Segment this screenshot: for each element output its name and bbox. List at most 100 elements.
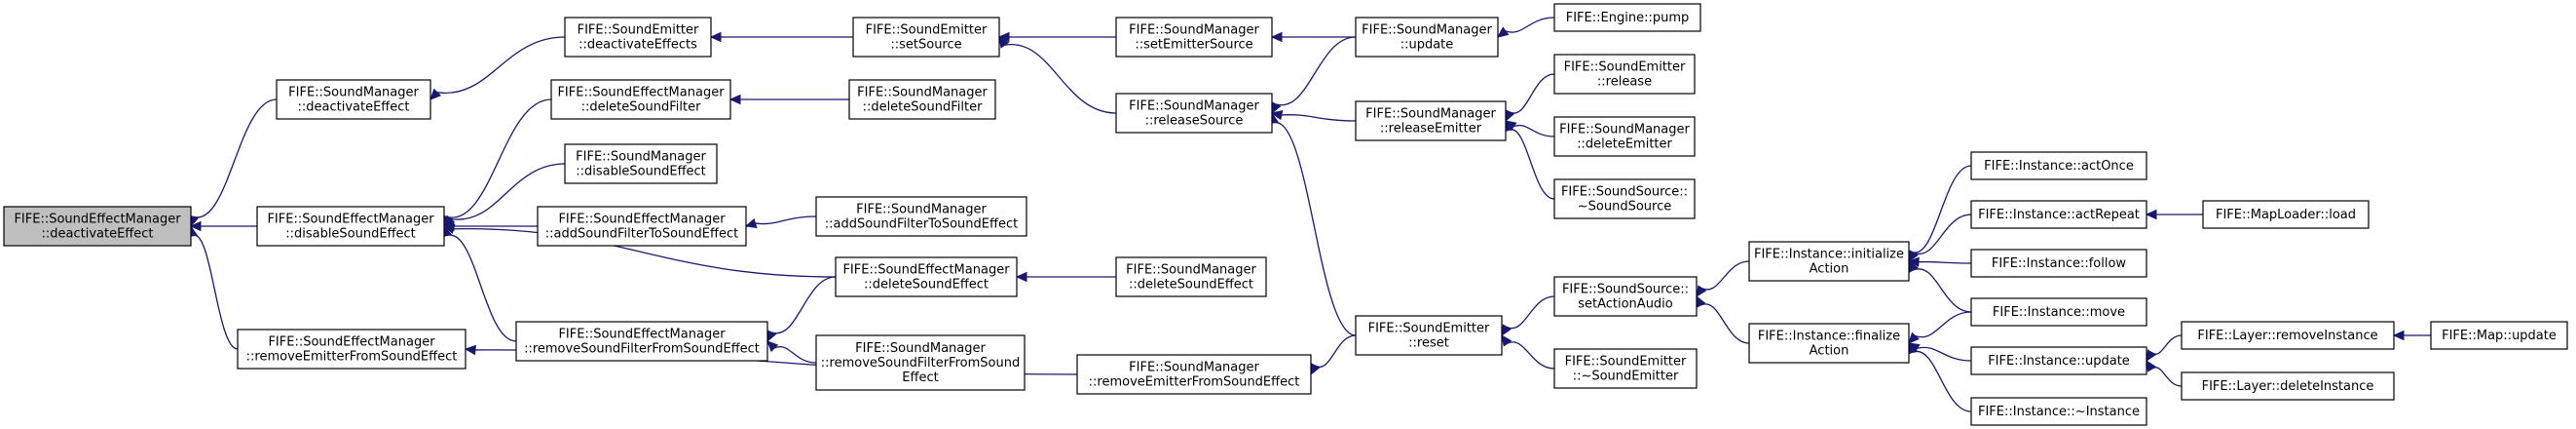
node-label-line: FIFE::SoundManager bbox=[857, 86, 988, 100]
node-label-line: ::addSoundFilterToSoundEffect bbox=[545, 227, 738, 242]
node-box bbox=[815, 334, 1026, 391]
node-box bbox=[3, 206, 192, 247]
node-sem-addSoundFilterToSoundEffect[interactable]: FIFE::SoundEffectManager::addSoundFilter… bbox=[537, 206, 747, 247]
node-maploader-load[interactable]: FIFE::MapLoader::load bbox=[2202, 200, 2370, 229]
node-label-line: ::reset bbox=[1408, 336, 1449, 351]
node-label-line: FIFE::SoundEmitter bbox=[1565, 355, 1687, 370]
node-sm-removeSoundFilterFromSoundEffect[interactable]: FIFE::SoundManager::removeSoundFilterFro… bbox=[815, 334, 1026, 391]
edge-sm_releaseSource-to-se_setSource bbox=[998, 35, 1117, 114]
node-sm-disableSoundEffect[interactable]: FIFE::SoundManager::disableSoundEffect bbox=[564, 143, 718, 184]
node-engine-pump[interactable]: FIFE::Engine::pump bbox=[1553, 3, 1701, 32]
edge-arrowhead bbox=[1907, 256, 1920, 267]
node-box bbox=[2181, 321, 2395, 350]
edge-line bbox=[2150, 334, 2183, 355]
edge-arrowhead bbox=[1696, 285, 1707, 298]
edge-se_setSource-to-se_deactivateEffects bbox=[709, 31, 853, 43]
edge-arrowhead bbox=[1908, 332, 1920, 344]
edge-line bbox=[771, 276, 837, 334]
node-box bbox=[1076, 354, 1312, 395]
node-label-line: Action bbox=[1810, 344, 1849, 359]
edge-line bbox=[1281, 114, 1357, 122]
node-inst-actRepeat[interactable]: FIFE::Instance::actRepeat bbox=[1970, 200, 2147, 229]
node-sm-removeEmitterFromSoundEffect[interactable]: FIFE::SoundManager::removeEmitterFromSou… bbox=[1076, 354, 1312, 395]
node-label-line: ::deleteEmitter bbox=[1577, 137, 1672, 152]
node-box bbox=[1355, 315, 1503, 356]
node-label-line: ::addSoundFilterToSoundEffect bbox=[825, 217, 1018, 232]
node-sm-releaseEmitter[interactable]: FIFE::SoundManager::releaseEmitter bbox=[1355, 100, 1507, 141]
node-label-line: FIFE::MapLoader::load bbox=[2216, 208, 2356, 222]
node-label-line: ::deleteSoundFilter bbox=[863, 100, 984, 115]
node-box bbox=[835, 256, 1018, 297]
edge-arrowhead bbox=[1497, 26, 1510, 38]
node-box bbox=[564, 143, 718, 184]
edge-line bbox=[1917, 346, 1972, 362]
node-se-release[interactable]: FIFE::SoundEmitter::release bbox=[1553, 54, 1696, 95]
node-ss-dtor[interactable]: FIFE::SoundSource::~SoundSource bbox=[1553, 178, 1696, 219]
node-inst-move[interactable]: FIFE::Instance::move bbox=[1970, 297, 2147, 327]
node-se-deactivateEffects[interactable]: FIFE::SoundEmitter::deactivateEffects bbox=[564, 17, 712, 58]
node-sm-deactivateEffect[interactable]: FIFE::SoundManager::deactivateEffect bbox=[276, 79, 431, 120]
edge-line bbox=[1918, 260, 1972, 264]
node-root[interactable]: FIFE::SoundEffectManager::deactivateEffe… bbox=[3, 206, 192, 247]
node-box bbox=[550, 79, 731, 120]
node-box bbox=[1553, 54, 1696, 95]
node-box bbox=[1115, 256, 1267, 297]
node-box bbox=[276, 79, 431, 120]
edge-sm_deleteSoundEffect-to-sem_deleteSoundEffect bbox=[1015, 271, 1116, 283]
edge-line bbox=[436, 36, 566, 94]
node-map-update[interactable]: FIFE::Map::update bbox=[2430, 321, 2568, 350]
node-box bbox=[1553, 348, 1698, 389]
node-box bbox=[1970, 297, 2147, 327]
node-label-line: FIFE::SoundManager bbox=[1559, 123, 1690, 137]
node-sm-setEmitterSource[interactable]: FIFE::SoundManager::setEmitterSource bbox=[1115, 17, 1273, 58]
node-label-line: FIFE::SoundEffectManager bbox=[558, 213, 726, 227]
node-sem-removeSoundFilterFromSoundEffect[interactable]: FIFE::SoundEffectManager::removeSoundFil… bbox=[515, 321, 768, 362]
node-sem-deleteSoundFilter[interactable]: FIFE::SoundEffectManager::deleteSoundFil… bbox=[550, 79, 731, 120]
edges-layer bbox=[187, 17, 2432, 412]
node-layer-deleteInstance[interactable]: FIFE::Layer::deleteInstance bbox=[2181, 371, 2395, 401]
node-box bbox=[1748, 241, 1910, 282]
edge-line bbox=[1915, 311, 1972, 338]
node-inst-actOnce[interactable]: FIFE::Instance::actOnce bbox=[1970, 151, 2147, 180]
edge-arrowhead bbox=[1270, 109, 1284, 121]
node-label-line: FIFE::Instance::finalize bbox=[1758, 330, 1900, 344]
node-se-dtor[interactable]: FIFE::SoundEmitter::~SoundEmitter bbox=[1553, 348, 1698, 389]
edge-arrowhead bbox=[429, 88, 442, 100]
node-sm-addSoundFilterToSoundEffect[interactable]: FIFE::SoundManager::addSoundFilterToSoun… bbox=[815, 196, 1027, 237]
node-sm-deleteEmitter[interactable]: FIFE::SoundManager::deleteEmitter bbox=[1553, 116, 1696, 157]
node-sm-update[interactable]: FIFE::SoundManager::update bbox=[1355, 17, 1499, 58]
nodes-layer: FIFE::SoundEffectManager::deactivateEffe… bbox=[3, 3, 2568, 426]
edge-sm_update-to-sm_setEmitterSource bbox=[1270, 31, 1356, 43]
node-inst-follow[interactable]: FIFE::Instance::follow bbox=[1970, 249, 2147, 278]
node-inst-dtor[interactable]: FIFE::Instance::~Instance bbox=[1970, 397, 2147, 426]
node-label-line: FIFE::Instance::update bbox=[1988, 354, 2130, 369]
node-sm-deleteSoundEffect[interactable]: FIFE::SoundManager::deleteSoundEffect bbox=[1115, 256, 1267, 297]
node-se-reset[interactable]: FIFE::SoundEmitter::reset bbox=[1355, 315, 1503, 356]
node-box bbox=[1355, 17, 1499, 58]
edge-line bbox=[1315, 334, 1357, 369]
node-sem-removeEmitterFromSoundEffect[interactable]: FIFE::SoundEffectManager::removeEmitterF… bbox=[237, 329, 467, 370]
node-inst-update[interactable]: FIFE::Instance::update bbox=[1970, 346, 2147, 375]
node-label-line: ::setSource bbox=[890, 38, 961, 53]
node-label-line: ::update bbox=[1400, 38, 1454, 53]
edge-inst_actRepeat-to-inst_initializeAction bbox=[1908, 214, 1972, 263]
edge-arrowhead bbox=[2392, 330, 2405, 341]
edge-line bbox=[1004, 44, 1117, 114]
node-box bbox=[2202, 200, 2370, 229]
node-sem-deleteSoundEffect[interactable]: FIFE::SoundEffectManager::deleteSoundEff… bbox=[835, 256, 1018, 297]
edge-arrowhead bbox=[998, 35, 1010, 49]
node-layer-removeInstance[interactable]: FIFE::Layer::removeInstance bbox=[2181, 321, 2395, 350]
node-label-line: FIFE::SoundEffectManager bbox=[557, 86, 725, 100]
node-sem-disableSoundEffect[interactable]: FIFE::SoundEffectManager::disableSoundEf… bbox=[256, 206, 445, 247]
edge-se_deactivateEffects-to-sm_deactivateEffect bbox=[429, 36, 566, 100]
node-se-setSource[interactable]: FIFE::SoundEmitter::setSource bbox=[852, 17, 1000, 58]
node-sm-deleteSoundFilter-1[interactable]: FIFE::SoundManager::deleteSoundFilter bbox=[848, 79, 996, 120]
node-sm-releaseSource[interactable]: FIFE::SoundManager::releaseSource bbox=[1115, 93, 1273, 134]
node-label-line: FIFE::SoundManager bbox=[1129, 99, 1259, 114]
edge-sem_deleteSoundEffect-to-sem_removeSoundFilterFromSoundEffect bbox=[766, 276, 837, 343]
node-label-line: FIFE::SoundManager bbox=[855, 341, 986, 356]
node-ss-setActionAudio[interactable]: FIFE::SoundSource::setActionAudio bbox=[1553, 276, 1698, 317]
edge-sm_deleteSoundFilter_1-to-sem_deleteSoundFilter bbox=[728, 94, 849, 105]
